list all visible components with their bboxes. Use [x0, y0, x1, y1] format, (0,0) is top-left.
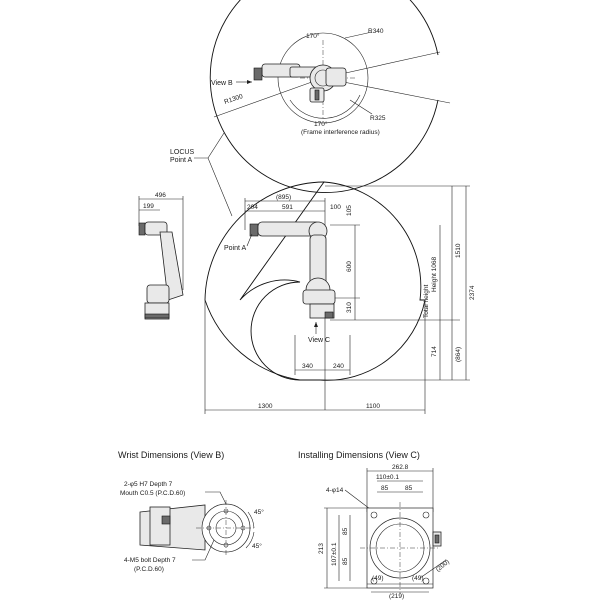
base-housing [302, 289, 336, 305]
wrist-angle-label: 45° [254, 508, 264, 516]
height-label: Height 1068 [431, 257, 438, 292]
dim-49a-label: (49) [372, 575, 384, 582]
joint1-plan [325, 67, 347, 87]
dim-600-label: 600 [346, 261, 353, 272]
wrist-note-3: 4-M5 bolt Depth 7 [124, 557, 176, 564]
dim-110-label: 110±0.1 [376, 474, 399, 481]
side-view-left: 496 199 [138, 192, 184, 320]
r1300-label: R1300 [223, 93, 244, 106]
connector-socket [434, 534, 440, 544]
reach-envelope-left [204, 181, 325, 381]
dim-496-label: 496 [155, 192, 166, 199]
angle-top-label: 170° [306, 32, 320, 40]
reach-envelope-arc [209, 0, 439, 193]
r1300-leader [213, 77, 324, 118]
wrist-flange [249, 223, 259, 237]
wrist-angle-label-2: 45° [252, 542, 262, 550]
dim-1300-label: 1300 [258, 403, 273, 410]
dim-85a-label: 85 [381, 485, 389, 492]
dim-1100-label: 1100 [366, 403, 380, 410]
upper-arm-side [159, 231, 184, 301]
r340-circle [277, 32, 369, 124]
dim-85b-label: 85 [405, 485, 413, 492]
dim-85d-label: 85 [342, 557, 349, 565]
point-a-label: Point A [224, 245, 247, 252]
wrist-flange-plan [253, 67, 263, 81]
dim-591-label: 591 [282, 204, 293, 211]
install-title: Installing Dimensions (View C) [298, 450, 420, 460]
dim-line-200 [419, 559, 447, 579]
view-b-label: View B [211, 80, 233, 87]
dim-714-label: 714 [431, 346, 438, 357]
dim-199-label: 199 [143, 203, 154, 210]
point-a-leader [246, 233, 253, 247]
locus-point-label: Point A [170, 157, 193, 164]
wrist-note-1: 2-φ5 H7 Depth 7 [124, 481, 173, 488]
dim-105-label: 105 [346, 205, 353, 216]
mount-hole [422, 511, 430, 519]
dim-85c-label: 85 [342, 527, 349, 535]
angle-arc [245, 531, 255, 549]
wrist-housing [149, 506, 171, 546]
angle-bottom-label: 170° [314, 120, 328, 128]
wrist-cap [161, 515, 171, 525]
dim-200-label: (200) [435, 558, 451, 573]
connector-plan [314, 89, 320, 101]
wrist-leader-1 [205, 491, 229, 509]
locus-callout: LOCUS Point A [170, 132, 233, 217]
frame-interference-label: (Frame interference radius) [301, 129, 380, 136]
wrist-note-4: (P.C.D.60) [134, 566, 164, 573]
base-side [146, 284, 170, 304]
dim-2374-label: 2374 [469, 285, 476, 300]
locus-leader [194, 157, 233, 217]
angle-arc [247, 511, 255, 529]
r325-arc [289, 94, 361, 119]
dim-310-label: 310 [346, 302, 353, 313]
wrist-leader-2 [192, 539, 215, 561]
dim-340-label: 340 [302, 363, 313, 370]
mount-hole [370, 511, 378, 519]
dim-219-label: (219) [389, 593, 404, 600]
base-plate-side [144, 313, 170, 319]
dim-49b-label: (49) [412, 575, 424, 582]
dim-1510-label: 1510 [455, 243, 462, 258]
wrist-dimensions: Wrist Dimensions (View B) 2-φ5 H7 Depth … [118, 450, 264, 573]
hole-note-label: 4-φ14 [326, 487, 344, 494]
dim-864-label: (864) [455, 347, 462, 362]
dim-240-label: 240 [333, 363, 344, 370]
top-view: 170° R340 R1300 R325 170° (Frame interfe… [209, 0, 451, 193]
dim-107-label: 107±0.1 [331, 542, 338, 566]
r325-leader [349, 99, 373, 115]
dim-100-label: 100 [330, 204, 341, 211]
dim-213-label: 213 [318, 543, 325, 554]
r340-label: R340 [368, 28, 384, 35]
view-c-arrowhead [314, 322, 318, 327]
wrist-title: Wrist Dimensions (View B) [118, 450, 224, 460]
locus-label: LOCUS [170, 149, 194, 156]
dim-204-label: 204 [247, 204, 258, 211]
r340-leader [344, 31, 373, 39]
connector-box [324, 311, 334, 319]
dim-895-label: (895) [276, 194, 291, 201]
wrist-flange-side [138, 222, 146, 236]
view-c-label: View C [308, 337, 330, 344]
main-side-view: (895) 204 591 100 105 600 310 Height 106… [204, 181, 476, 414]
r325-label: R325 [370, 115, 386, 122]
view-b-arrowhead [247, 80, 252, 84]
wrist-note-2: Mouth C0.5 (P.C.D.60) [120, 490, 185, 497]
reach-envelope-side [239, 181, 426, 381]
installing-dimensions: Installing Dimensions (View C) 262.8 110… [298, 450, 451, 600]
dim-262-8-label: 262.8 [392, 464, 409, 471]
total-height-label: Total height [423, 285, 430, 318]
locus-leader-top [207, 132, 225, 159]
